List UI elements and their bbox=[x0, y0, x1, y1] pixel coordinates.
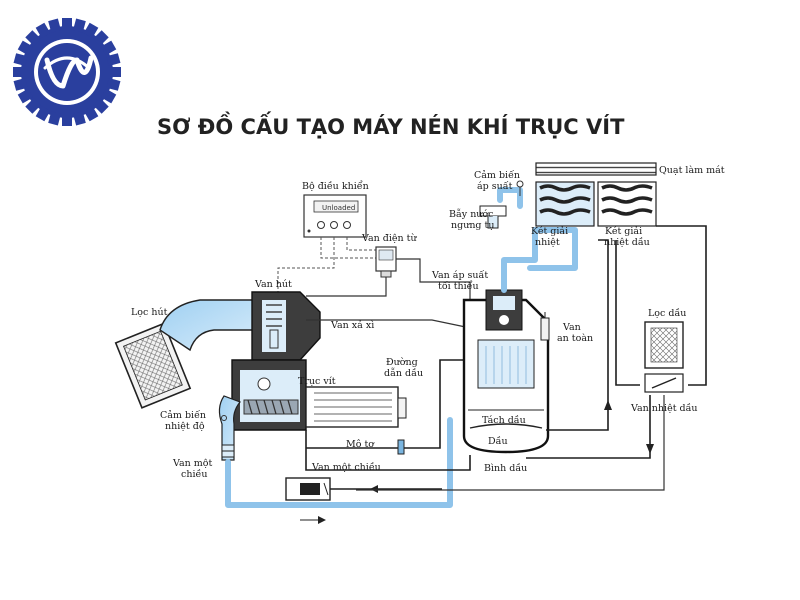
label-blowoff-valve: Van xả xì bbox=[330, 320, 374, 331]
label-motor: Mô tơ bbox=[346, 439, 375, 450]
water-trap bbox=[479, 187, 523, 229]
oil-filter bbox=[644, 321, 684, 369]
oil-cooler bbox=[597, 181, 657, 227]
page-title: SƠ ĐỒ CẤU TẠO MÁY NÉN KHÍ TRỤC VÍT bbox=[157, 111, 625, 139]
label-solenoid-valve: Van điện từ bbox=[361, 233, 417, 244]
label-check-valve-left-1: Van một bbox=[172, 458, 213, 469]
label-temp-sensor-2: nhiệt độ bbox=[165, 421, 205, 432]
label-oil-line-2: dẫn dầu bbox=[384, 367, 423, 379]
intake-filter bbox=[114, 322, 192, 409]
label-oil-separator: Tách dầu bbox=[482, 415, 526, 426]
oil-thermal-valve bbox=[644, 373, 684, 393]
label-check-valve-bottom: Van một chiều bbox=[311, 462, 381, 473]
bottom-check-valve bbox=[285, 477, 331, 501]
label-screw-rotor: Trục vít bbox=[298, 376, 336, 387]
label-oil-tank: Bình dầu bbox=[484, 463, 527, 474]
label-pressure-sensor-2: áp suất bbox=[477, 181, 513, 192]
label-check-valve-left-2: chiều bbox=[181, 469, 207, 480]
label-min-pressure-valve-1: Van áp suất bbox=[431, 270, 488, 281]
label-oil: Dầu bbox=[488, 436, 508, 447]
label-pressure-sensor-1: Cảm biến bbox=[474, 170, 520, 181]
label-oil-filter: Lọc dầu bbox=[648, 308, 686, 319]
gear-logo-icon bbox=[13, 18, 121, 126]
compressor-body bbox=[218, 291, 407, 461]
label-intake-valve: Van hút bbox=[254, 279, 292, 290]
company-logo bbox=[13, 18, 121, 126]
label-aftercooler-2: nhiệt bbox=[535, 237, 560, 248]
controller: Unloaded bbox=[303, 194, 367, 238]
label-oil-line-1: Đường bbox=[386, 357, 418, 368]
label-oil-cooler-2: nhiệt dầu bbox=[604, 237, 650, 248]
label-min-pressure-valve-2: tối thiểu bbox=[438, 280, 479, 292]
pressure-sensor bbox=[516, 180, 524, 196]
controller-display: Unloaded bbox=[322, 204, 355, 212]
air-aftercooler bbox=[535, 181, 595, 227]
label-aftercooler-1: Két giải bbox=[531, 226, 568, 237]
label-intake-filter: Lọc hút bbox=[131, 307, 168, 318]
solenoid-valve bbox=[375, 246, 397, 278]
label-water-trap-2: ngưng tụ bbox=[451, 220, 494, 231]
cooling-fan bbox=[535, 162, 657, 176]
label-oil-cooler-1: Két giải bbox=[605, 226, 642, 237]
label-safety-valve-1: Van bbox=[562, 322, 581, 333]
label-safety-valve-2: an toàn bbox=[557, 333, 593, 344]
label-controller: Bộ điều khiển bbox=[302, 180, 369, 192]
label-water-trap-1: Bẫy nước bbox=[449, 208, 493, 220]
label-oil-thermal-valve: Van nhiệt dầu bbox=[630, 403, 698, 414]
oil-separator-tank bbox=[462, 289, 550, 454]
left-check-valve bbox=[221, 444, 235, 458]
label-temp-sensor-1: Cảm biến bbox=[160, 410, 206, 421]
label-cooling-fan: Quạt làm mát bbox=[659, 165, 725, 176]
